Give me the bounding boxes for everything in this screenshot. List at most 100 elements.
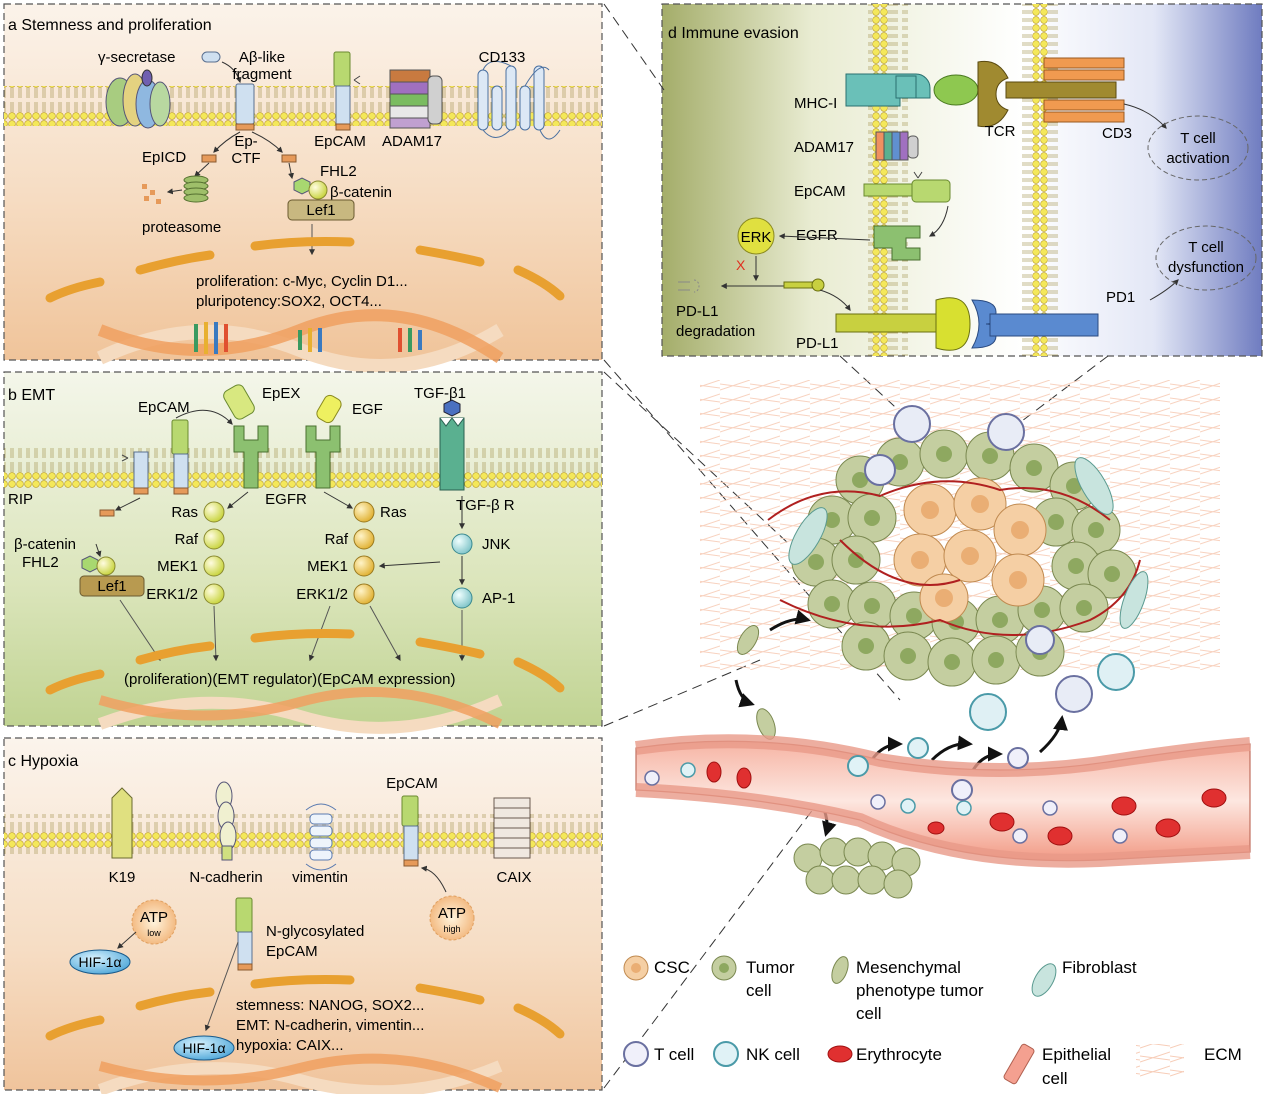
pdl1-deg-1: PD-L1	[676, 303, 719, 320]
fhl2-b: FHL2	[22, 554, 59, 571]
capillaries	[767, 480, 1141, 636]
caix-label: CAIX	[496, 869, 531, 886]
panel-d: d Immune evasion TCR CD3 MHC-I T cell ac…	[661, 3, 1263, 357]
panel-b: b EMT EpCAM EpEX EGF TGF-β1 RIP EGFR	[3, 371, 603, 734]
tcr-receptor	[977, 60, 1117, 128]
epcam-label: EpCAM	[314, 133, 366, 150]
rip-epcam	[121, 451, 149, 495]
degraded-peptides	[142, 184, 161, 204]
pdl1-label: PD-L1	[796, 335, 839, 352]
legend-erythrocyte	[827, 1045, 853, 1063]
egfr-d	[873, 225, 921, 261]
egfr-right	[305, 425, 341, 489]
proteasome-label: proteasome	[142, 219, 221, 236]
legend-tcell	[623, 1041, 649, 1067]
rip-label: RIP	[8, 491, 33, 508]
erk-left: ERK1/2	[146, 586, 198, 603]
emt-text: EMT: N-cadherin, vimentin...	[236, 1017, 424, 1034]
hypoxia-text: hypoxia: CAIX...	[236, 1037, 344, 1054]
vimentin-protein	[305, 803, 337, 871]
panel-a: a Stemness and proliferation γ-secretase…	[3, 3, 603, 373]
hif-bottom-label: HIF-1α	[182, 1040, 225, 1056]
t-activation-1: T cell	[1180, 130, 1216, 147]
legend-fibroblast-label: Fibroblast	[1062, 958, 1137, 977]
hif-top	[69, 949, 131, 975]
epex-fragment	[223, 384, 255, 420]
lef1-b-label: Lef1	[97, 578, 126, 595]
t-activation-bubble	[1147, 115, 1249, 181]
epcam-d-label: EpCAM	[794, 183, 846, 200]
epctf-label-1: Ep-	[234, 133, 257, 150]
panel-c-title: c Hypoxia	[8, 753, 78, 770]
t-dysfunction-1: T cell	[1188, 239, 1224, 256]
abeta-label-1: Aβ-like	[239, 49, 285, 66]
legend-nkcell-label: NK cell	[746, 1045, 800, 1064]
legend-ecm-label: ECM	[1204, 1045, 1242, 1064]
legend-tumor-1: Tumor	[746, 958, 795, 977]
mek1-right: MEK1	[307, 558, 348, 575]
erk-ball	[737, 217, 775, 255]
epcam-protein	[333, 51, 361, 131]
legend-mesen-1: Mesenchymal	[856, 958, 961, 977]
lef1-label: Lef1	[306, 202, 335, 219]
atp-high-label: ATP	[438, 905, 466, 922]
panel-a-title: a Stemness and proliferation	[8, 17, 212, 34]
proteasome-shape	[183, 175, 209, 203]
legend-epith-1: Epithelial	[1042, 1045, 1111, 1064]
legend-erythrocyte-label: Erythrocyte	[856, 1045, 942, 1064]
legend-csc	[623, 955, 649, 981]
beta-catenin-b: β-catenin	[14, 536, 76, 553]
cleaved-fragment	[201, 51, 221, 63]
abeta-label-2: fragment	[232, 66, 292, 83]
epicd-fragment	[201, 154, 217, 163]
t-dysfunction-bubble	[1155, 225, 1257, 291]
legend-tumor	[711, 955, 737, 981]
cd3-complex	[1043, 57, 1125, 123]
atp-high-sub: high	[443, 924, 460, 934]
cd133-protein	[477, 60, 561, 140]
pd1-protein	[971, 299, 1099, 349]
tgfb1-label: TGF-β1	[414, 385, 466, 402]
dna-helix-c	[97, 1053, 503, 1094]
blood-vessel	[634, 734, 1251, 868]
nuclear-envelope-b	[45, 629, 565, 695]
erk-right: ERK1/2	[296, 586, 348, 603]
n-glyco-epcam	[235, 897, 253, 971]
adam17-label: ADAM17	[382, 133, 442, 150]
proliferation-text: proliferation: c-Myc, Cyclin D1...	[196, 273, 408, 290]
legend-csc-label: CSC	[654, 958, 690, 977]
immune-cells	[864, 405, 1135, 731]
mhc-i-complex	[845, 73, 931, 107]
pdl1-fragment	[783, 278, 825, 292]
atp-low-label: ATP	[140, 909, 168, 926]
epcam-c-protein	[401, 795, 419, 867]
legend-mesen-3: cell	[856, 1004, 882, 1023]
egfr-d-label: EGFR	[796, 227, 838, 244]
gamma-secretase-label: γ-secretase	[98, 49, 176, 66]
egf-label: EGF	[352, 401, 383, 418]
pdl1-protein	[835, 297, 971, 351]
pd1-label: PD1	[1106, 289, 1135, 306]
mhc-label: MHC-I	[794, 95, 837, 112]
tgfb-receptor	[439, 417, 465, 491]
csc-cluster	[893, 477, 1047, 623]
atp-low-sub: low	[147, 928, 161, 938]
egfr-left	[233, 425, 269, 489]
legend: CSC Tumor cell Mesenchymal phenotype tum…	[623, 955, 1242, 1088]
tcr-label: TCR	[985, 123, 1016, 140]
legend-ecm	[1136, 1044, 1184, 1078]
egfr-b-label: EGFR	[265, 491, 307, 508]
legend-epith-2: cell	[1042, 1069, 1068, 1088]
fhl2-label: FHL2	[320, 163, 357, 180]
legend-fibroblast	[1031, 963, 1057, 997]
epcam-b-label: EpCAM	[138, 399, 190, 416]
tgfb-r-label: TGF-β R	[456, 497, 515, 514]
x-mark: X	[736, 257, 746, 273]
pluripotency-text: pluripotency:SOX2, OCT4...	[196, 293, 382, 310]
nuclear-envelope-c	[45, 975, 565, 1041]
raf-right: Raf	[325, 531, 349, 548]
adam17-protein	[389, 69, 443, 129]
legend-tcell-label: T cell	[654, 1045, 694, 1064]
epex-label: EpEX	[262, 385, 300, 402]
